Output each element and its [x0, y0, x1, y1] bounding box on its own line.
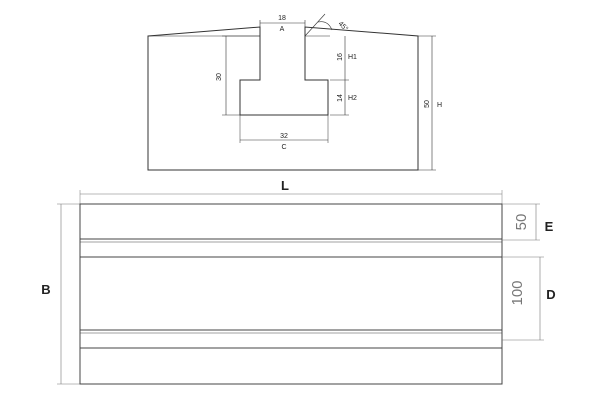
dim-b-letter: B	[41, 282, 50, 297]
dimension-c: 32 C	[239, 115, 329, 151]
dim-a-letter: A	[280, 26, 285, 33]
dim-d-letter: D	[546, 287, 555, 302]
dimension-e: 50 E	[502, 203, 554, 241]
dim-h1-value: 16	[337, 53, 344, 61]
dim-h2-value: 14	[337, 94, 344, 102]
cross-section-view: 18 A 45° 30 16 H1 14 H2	[147, 13, 442, 171]
dim-e-value: 50	[513, 214, 530, 231]
dim-depth-value: 30	[216, 73, 223, 81]
dim-l-letter: L	[281, 178, 289, 193]
dimension-h: 50 H	[418, 35, 442, 171]
slot-upper	[79, 238, 503, 258]
dim-c-value: 32	[280, 133, 288, 140]
slot-lower	[79, 329, 503, 349]
dim-e-letter: E	[545, 219, 554, 234]
dim-h1-letter: H1	[348, 54, 357, 61]
dimension-depth: 30	[216, 35, 260, 116]
dimension-h1: 16 H1	[330, 36, 357, 81]
dim-h-letter: H	[437, 102, 442, 109]
dimension-a: 18 A	[259, 15, 306, 33]
dim-a-value: 18	[278, 15, 286, 22]
plate-outline	[79, 203, 503, 385]
dim-h-value: 50	[424, 100, 431, 108]
dimension-h2: 14 H2	[330, 80, 357, 116]
dim-c-letter: C	[281, 144, 286, 151]
dimension-d: 100 D	[502, 256, 556, 341]
dimension-b: B	[41, 203, 80, 385]
dim-d-value: 100	[509, 280, 526, 305]
dim-h2-letter: H2	[348, 95, 357, 102]
dimension-l: L	[79, 178, 503, 204]
plan-view: L B 50 E 100 D	[41, 178, 556, 385]
